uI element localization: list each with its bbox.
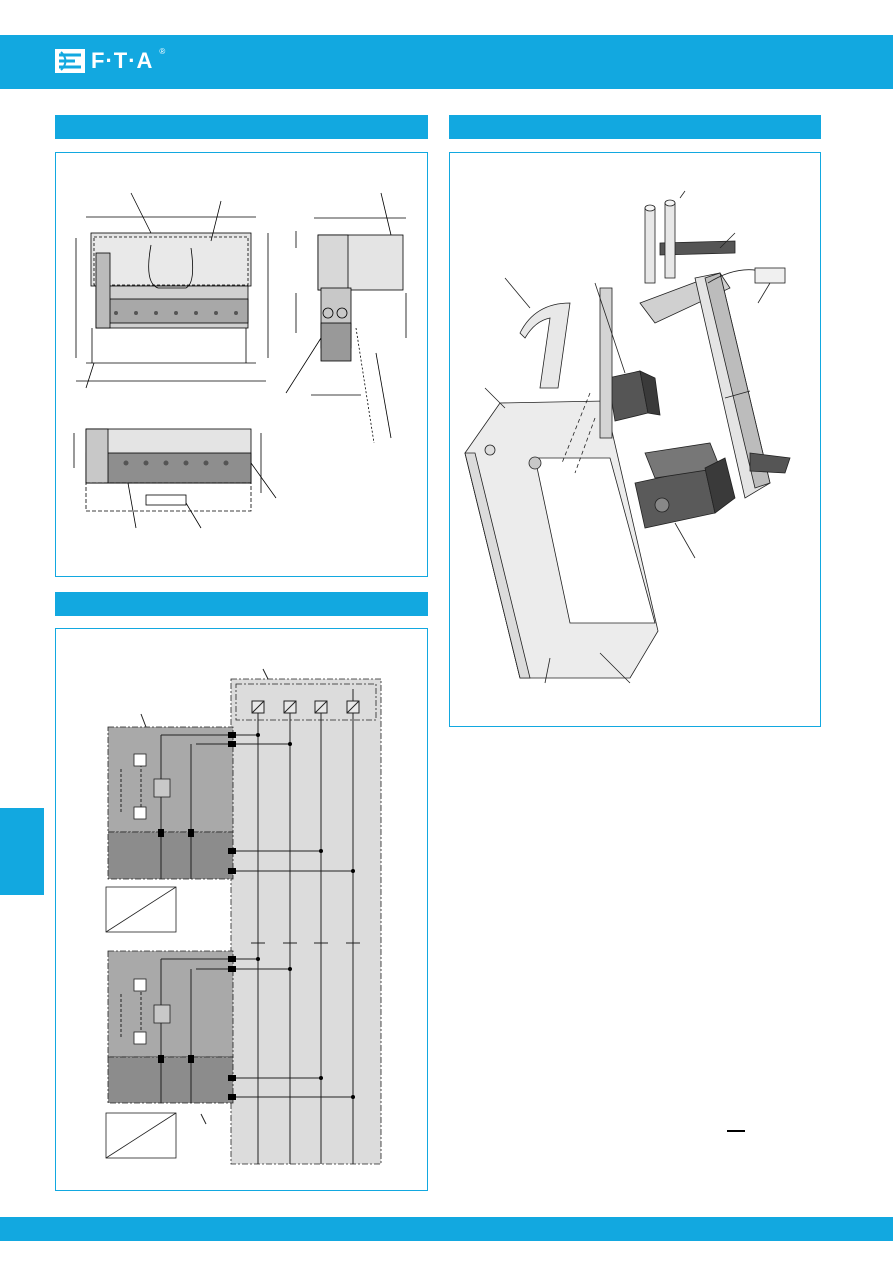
brand-logo[interactable]: F·T·A ® <box>55 47 165 75</box>
footer-bar <box>0 1217 893 1241</box>
dimension-drawing-panel <box>55 152 428 577</box>
section-header-dimensions <box>55 115 428 139</box>
dimension-drawing <box>73 192 407 529</box>
exploded-view-panel <box>449 152 821 727</box>
circuit-diagram-panel <box>55 628 428 1191</box>
side-tab <box>0 808 44 895</box>
header-bar: F·T·A ® <box>0 35 893 89</box>
section-header-circuit <box>55 592 428 616</box>
logo-text: F·T·A <box>91 48 154 73</box>
exploded-view-illustration <box>464 190 791 684</box>
fraction-bar-mark <box>727 1130 745 1132</box>
registered-mark: ® <box>159 47 166 56</box>
circuit-diagram <box>105 668 382 1165</box>
logo-mark-icon <box>55 49 85 73</box>
section-header-exploded-view <box>449 115 821 139</box>
